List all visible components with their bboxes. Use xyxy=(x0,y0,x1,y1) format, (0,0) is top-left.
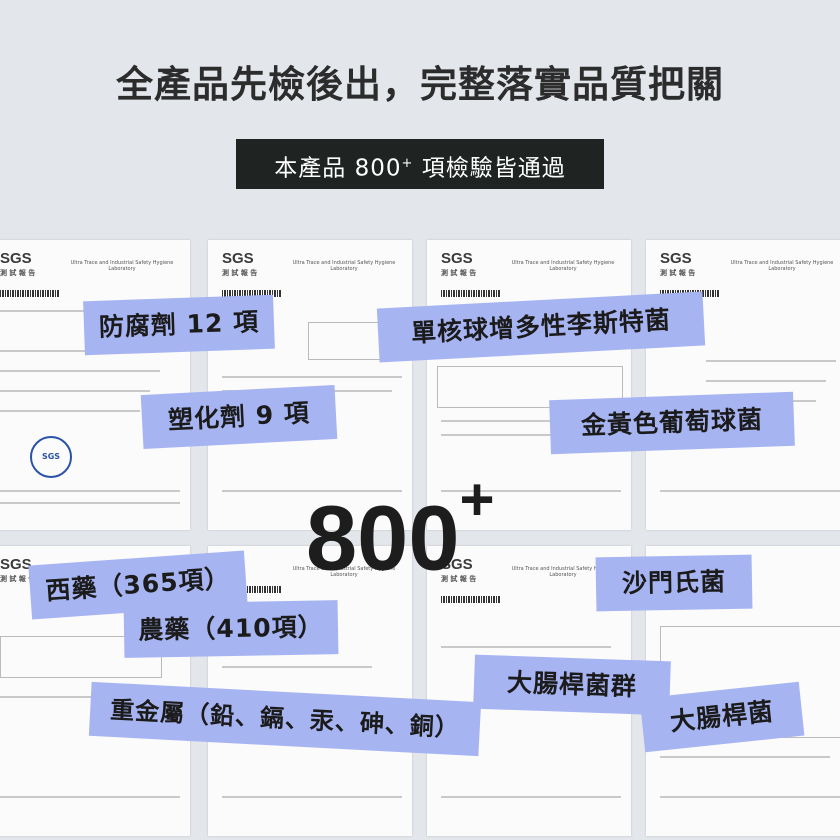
subheading-text: 本產品 800 xyxy=(274,155,402,182)
tag-salmonella: 沙門氏菌 xyxy=(595,554,753,612)
big-800-plus: 800+ xyxy=(306,470,495,585)
lab-name: Ultra Trace and Industrial Safety Hygien… xyxy=(292,566,396,578)
report-doc-1: SGS 測 試 報 告 Ultra Trace and Industrial S… xyxy=(0,240,190,530)
sgs-seal: SGS xyxy=(30,436,72,478)
report-subtitle: 測 試 報 告 xyxy=(660,269,696,277)
report-subtitle: 測 試 報 告 xyxy=(222,269,258,277)
report-subtitle: 測 試 報 告 xyxy=(441,575,477,583)
lab-name: Ultra Trace and Industrial Safety Hygien… xyxy=(511,260,615,272)
big-number: 800 xyxy=(306,487,460,590)
sgs-logo: SGS xyxy=(0,250,32,267)
lab-name: Ultra Trace and Industrial Safety Hygien… xyxy=(511,566,615,578)
report-doc-2: SGS 測 試 報 告 Ultra Trace and Industrial S… xyxy=(208,240,412,530)
sgs-logo: SGS xyxy=(222,250,254,267)
lab-name: Ultra Trace and Industrial Safety Hygien… xyxy=(70,260,174,272)
lab-name: Ultra Trace and Industrial Safety Hygien… xyxy=(292,260,396,272)
subheading-rest: 項檢驗皆通過 xyxy=(413,155,566,182)
subheading-box: 本產品 800+ 項檢驗皆通過 xyxy=(236,139,604,189)
subheading-plus: + xyxy=(401,156,414,171)
tag-pesticides: 農藥（410項） xyxy=(123,600,339,658)
big-plus: + xyxy=(459,466,495,533)
headline: 全產品先檢後出，完整落實品質把關 xyxy=(116,63,724,106)
lab-name: Ultra Trace and Industrial Safety Hygien… xyxy=(730,260,834,272)
report-doc-3: SGS 測 試 報 告 Ultra Trace and Industrial S… xyxy=(427,240,631,530)
tag-staphylococcus: 金黃色葡萄球菌 xyxy=(549,391,795,455)
tag-preservatives: 防腐劑 12 項 xyxy=(83,294,275,356)
report-doc-4: SGS 測 試 報 告 Ultra Trace and Industrial S… xyxy=(646,240,840,530)
sgs-logo: SGS xyxy=(660,250,692,267)
tag-plasticizers: 塑化劑 9 項 xyxy=(140,384,338,450)
report-subtitle: 測 試 報 告 xyxy=(0,575,36,583)
sgs-logo: SGS xyxy=(441,250,473,267)
report-subtitle: 測 試 報 告 xyxy=(441,269,477,277)
report-subtitle: 測 試 報 告 xyxy=(0,269,36,277)
sgs-logo: SGS xyxy=(0,556,32,573)
sgs-logo: SGS xyxy=(441,556,473,573)
